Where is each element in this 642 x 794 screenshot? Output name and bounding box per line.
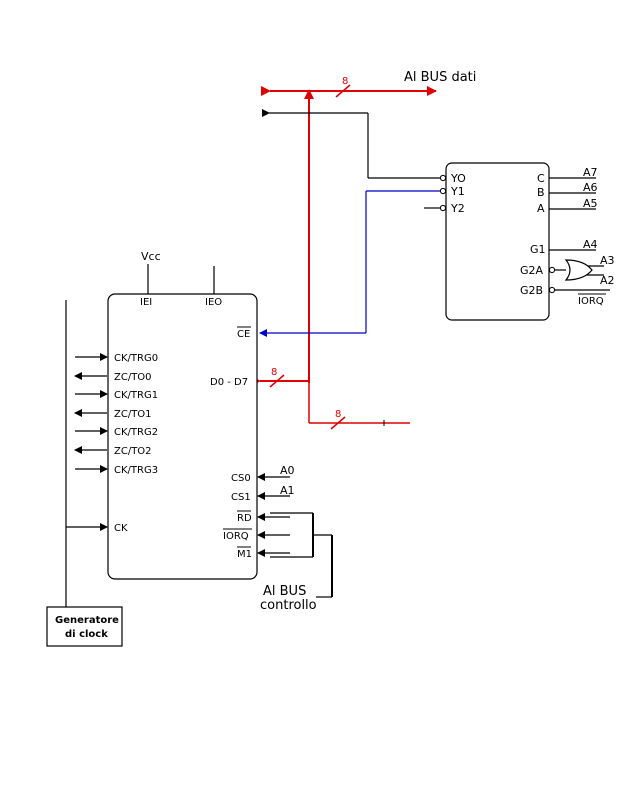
decoder-input-a7: A7 (583, 166, 598, 179)
data-bus-width-lower: 8 (335, 409, 341, 420)
cs0-label: CS0 (231, 473, 251, 484)
zc-to1-label: ZC/TO1 (114, 409, 152, 420)
data-bus-label: Al BUS dati (404, 70, 476, 85)
ck-trg2-label: CK/TRG2 (114, 427, 158, 438)
decoder-input-iorq: IORQ (578, 296, 604, 307)
decoder-b-label: B (537, 186, 545, 199)
decoder-input-a5: A5 (583, 197, 598, 210)
clock-generator-line2: di clock (65, 629, 108, 640)
data-bus-width-ctc: 8 (271, 367, 277, 378)
clock-generator-line1: Generatore (55, 615, 119, 626)
y0-inversion-bubble (439, 174, 447, 182)
y1-inversion-bubble (439, 187, 447, 195)
ce-label: CE (237, 329, 250, 340)
cs1-label: CS1 (231, 492, 251, 503)
y2-inversion-bubble (439, 204, 447, 212)
nor-gate-symbol (564, 259, 593, 281)
g2b-inversion-bubble (548, 286, 556, 294)
decoder-a-label: A (537, 202, 545, 215)
decoder-y2-label: Y2 (450, 202, 465, 215)
decoder-y0-label: YO (450, 172, 466, 185)
decoder-input-a2: A2 (600, 274, 615, 287)
ctc-channel-arrows (66, 353, 108, 531)
clock-generator-box (46, 606, 123, 647)
data-bus-width-slash-top (335, 84, 351, 98)
decoder-input-a3: A3 (600, 254, 615, 267)
control-bus-label-2: controllo (260, 598, 317, 613)
decoder-input-a4: A4 (583, 238, 598, 251)
ctc-body (107, 293, 258, 580)
control-bus-label-1: Al BUS (263, 584, 306, 599)
g2a-inversion-bubble (548, 266, 556, 274)
zc-to0-label: ZC/TO0 (114, 372, 152, 383)
decoder-body (445, 162, 550, 321)
d0-d7-label: D0 - D7 (210, 377, 248, 388)
ck-trg0-label: CK/TRG0 (114, 353, 158, 364)
decoder-y1-label: Y1 (450, 185, 465, 198)
vcc-label: Vcc (141, 250, 161, 263)
m1-label: M1 (237, 549, 252, 560)
control-bus-thick-bracket (312, 513, 333, 597)
decoder-g1-label: G1 (530, 243, 546, 256)
rd-label: RD (237, 513, 252, 524)
ctc-chip: Vcc IEI IEO CE D0 - D7 CK/TRG0 ZC/TO0 CK… (107, 250, 258, 580)
ctc-control-inputs (257, 473, 333, 598)
decoder-g2b-label: G2B (520, 284, 543, 297)
decoder-g2a-label: G2A (520, 264, 544, 277)
ck-label: CK (114, 523, 128, 534)
y0-output-wire (262, 109, 440, 179)
data-bus-width-top: 8 (342, 76, 348, 87)
cs0-address-label: A0 (280, 464, 295, 477)
data-bus (251, 84, 437, 388)
ieo-label: IEO (205, 297, 222, 308)
iorq-label: IORQ (223, 531, 249, 542)
ck-trg3-label: CK/TRG3 (114, 465, 158, 476)
decoder-chip: YO Y1 Y2 C B A G1 G2A G2B (439, 162, 556, 321)
cs1-address-label: A1 (280, 484, 295, 497)
data-bus-width-slash-ctc (269, 374, 285, 388)
data-bus-lower-branch (308, 383, 410, 430)
iei-label: IEI (140, 297, 152, 308)
zc-to2-label: ZC/TO2 (114, 446, 152, 457)
decoder-c-label: C (537, 172, 545, 185)
ck-trg1-label: CK/TRG1 (114, 390, 158, 401)
decoder-input-a6: A6 (583, 181, 598, 194)
y1-chip-select-wire (259, 190, 440, 337)
